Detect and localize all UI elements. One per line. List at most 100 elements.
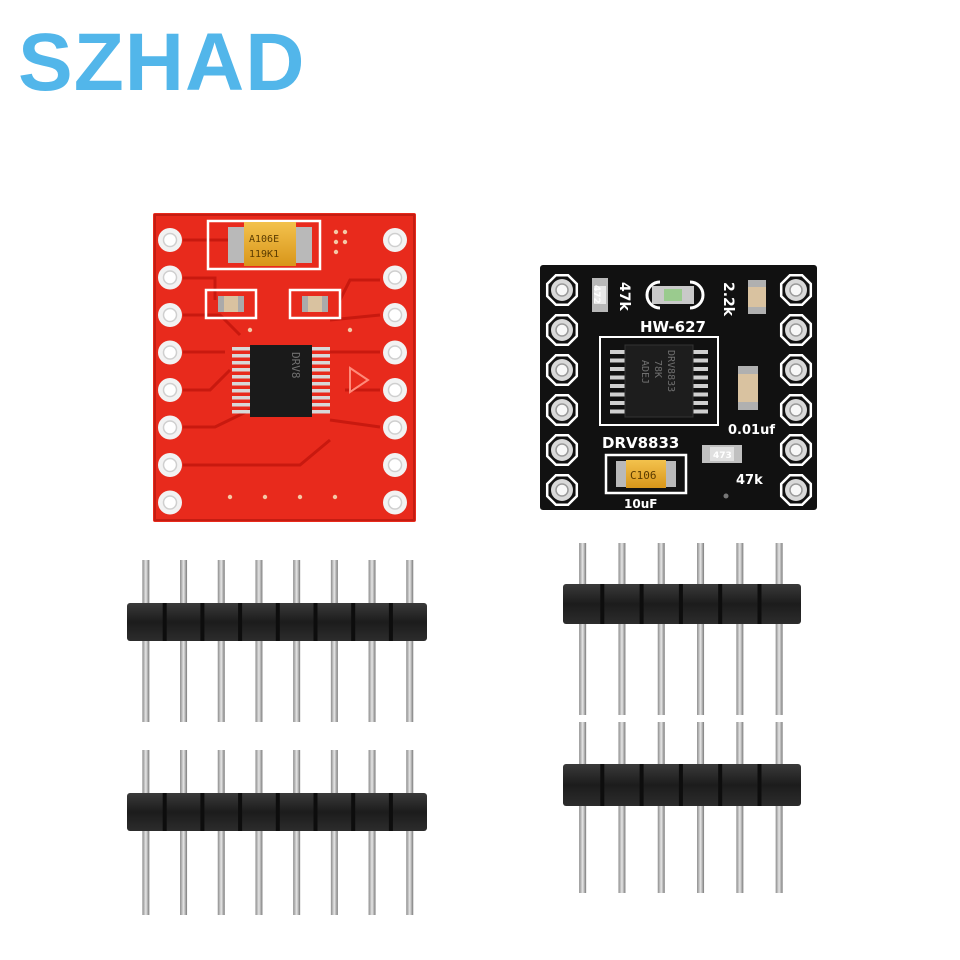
board-model-label: HW-627 (640, 318, 706, 336)
red-pad-right (383, 228, 407, 252)
header-pin (330, 750, 338, 915)
red-pad-left (158, 340, 182, 365)
header-pin (180, 750, 188, 915)
header-pin (697, 722, 705, 893)
red-chip-lead (232, 368, 250, 372)
red-chip-lead (232, 396, 250, 400)
black-chip-lead (693, 367, 708, 371)
red-chip-lead (232, 410, 250, 414)
header-pin (697, 543, 705, 715)
red-chip-lead (232, 354, 250, 358)
black-pad-left (545, 393, 579, 427)
black-chip-lead (610, 401, 625, 405)
red-pad-right (383, 303, 407, 327)
red-pad-left (158, 490, 182, 515)
black-left-pins (545, 273, 579, 507)
red-chip-lead (232, 375, 250, 379)
chip-line-3: ADEJ (639, 360, 650, 384)
red-pad-left (158, 228, 182, 252)
header-pin (618, 722, 626, 893)
red-pad-left (158, 303, 182, 327)
header-pin (368, 750, 376, 915)
black-pad-right (779, 273, 813, 307)
black-pad-right (779, 353, 813, 387)
header-pin (406, 750, 414, 915)
red-chip-lead (232, 403, 250, 407)
red-driver-chip (250, 345, 312, 417)
header-pin (618, 543, 626, 715)
black-chip-lead (610, 367, 625, 371)
red-chip-lead (312, 396, 330, 400)
red-chip-lead (312, 403, 330, 407)
header-8pin-b (127, 750, 427, 915)
header-pin (579, 722, 587, 893)
black-pad-right (779, 433, 813, 467)
red-chip-lead (232, 382, 250, 386)
label-47k-top: 47k (616, 282, 632, 311)
black-chip-lead (693, 392, 708, 397)
header-pin (736, 543, 744, 715)
red-chip-lead (232, 347, 250, 351)
black-chip-lead (693, 384, 708, 388)
black-chip-lead (610, 384, 625, 388)
header-pin (142, 750, 150, 915)
red-pad-right (383, 340, 407, 365)
red-pad-left (158, 415, 182, 440)
black-driver-board: 472 47k 2.2k HW-627 DRV8833 78K ADEJ 0.0… (540, 265, 817, 511)
brand-logo: SZHAD (18, 17, 306, 108)
header-pin (775, 543, 783, 715)
black-pad-left (545, 433, 579, 467)
red-pad-left (158, 265, 182, 290)
black-pad-left (545, 353, 579, 387)
resistor-472-label: 472 (591, 285, 601, 304)
red-chip-lead (312, 375, 330, 379)
red-pad-right (383, 453, 407, 477)
tantalum-capacitor-red (244, 222, 296, 266)
black-chip-lead (693, 409, 708, 414)
black-pad-left (545, 273, 579, 307)
black-chip-lead (693, 401, 708, 405)
black-chip-lead (610, 358, 625, 363)
red-chip-lead (312, 361, 330, 365)
red-pad-right (383, 378, 407, 402)
red-left-pins (158, 228, 182, 515)
header-pin (736, 722, 744, 893)
black-pad-right (779, 473, 813, 507)
header-pin (657, 722, 665, 893)
red-cap-lot: 119K1 (249, 249, 279, 260)
black-chip-lead (693, 375, 708, 380)
red-chip-lead (312, 389, 330, 393)
red-chip-lead (232, 389, 250, 393)
red-chip-lead (312, 347, 330, 351)
header-8pin-a (127, 560, 427, 722)
header-pin (293, 750, 301, 915)
black-chip-lead (693, 358, 708, 363)
red-pad-left (158, 378, 182, 402)
black-cap-code: C106 (630, 469, 657, 482)
black-chip-lead (610, 350, 625, 354)
chip-line-1: DRV8833 (665, 350, 676, 392)
red-pad-right (383, 490, 407, 515)
header-pin (217, 750, 225, 915)
black-chip-lead (610, 409, 625, 414)
red-right-pins (383, 228, 407, 515)
black-chip-lead (610, 392, 625, 397)
red-pad-right (383, 415, 407, 440)
black-chip-lead (693, 350, 708, 354)
drv8833-chip (624, 344, 694, 418)
tantalum-capacitor-black (626, 460, 666, 488)
red-pad-right (383, 265, 407, 290)
label-2-2k: 2.2k (720, 282, 736, 317)
black-pad-right (779, 393, 813, 427)
black-right-pins (779, 273, 813, 507)
header-pin (579, 543, 587, 715)
red-chip-lead (312, 354, 330, 358)
red-chip-lead (312, 410, 330, 414)
black-chip-lead (610, 375, 625, 380)
red-chip-marking: DRV8 (289, 352, 302, 379)
board-chip-name-label: DRV8833 (602, 434, 679, 452)
red-chip-lead (232, 361, 250, 365)
label-0-01uf: 0.01uf (728, 423, 775, 438)
black-pad-right (779, 313, 813, 347)
header-pin (775, 722, 783, 893)
